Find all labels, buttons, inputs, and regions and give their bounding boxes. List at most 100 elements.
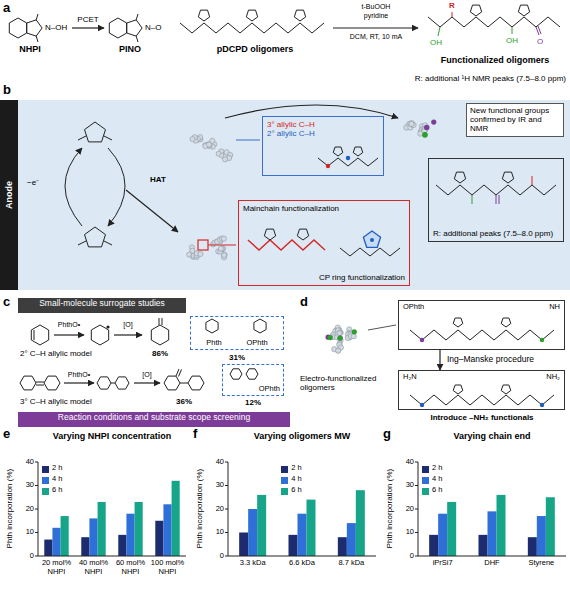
category-label: 3.3 kDa xyxy=(229,559,276,568)
bar xyxy=(479,535,488,556)
legend-text: 2 h xyxy=(52,464,62,473)
cyclopentene-ring xyxy=(353,147,363,156)
atom-label: R xyxy=(449,1,455,10)
oligomer-bead xyxy=(221,236,226,241)
marker-dot xyxy=(420,338,424,342)
reaction-arrow xyxy=(134,382,160,383)
structure-box: H₂NNH₂ xyxy=(398,370,565,410)
bar xyxy=(347,523,356,556)
cyclopentene-ring xyxy=(453,318,463,327)
bar xyxy=(61,516,69,556)
cyclohexene-ring xyxy=(115,377,129,389)
bar xyxy=(429,535,438,556)
functional-group-dot xyxy=(431,119,436,124)
reaction-arrow xyxy=(333,27,418,28)
oligomer-chain xyxy=(436,185,556,195)
oligomer-chain xyxy=(428,17,560,27)
compound-name: PINO xyxy=(119,44,141,54)
tick-label: 10 xyxy=(216,528,224,537)
cyclopentene-ring xyxy=(198,10,209,21)
leader-line xyxy=(368,325,396,330)
imide-ring xyxy=(85,227,106,247)
category-label: 40 mol% NHPI xyxy=(76,559,111,576)
cyclopentene-ring xyxy=(454,172,465,183)
tick-mark xyxy=(225,556,228,557)
oligomer-bead xyxy=(210,138,215,143)
compound-name: Functionalized oligomers xyxy=(441,55,550,65)
reaction-arrow xyxy=(64,382,94,383)
bar xyxy=(126,514,134,556)
oligomer-bead xyxy=(198,251,203,256)
bond-line xyxy=(176,369,179,376)
cp-ring xyxy=(363,231,380,247)
legend-text: 4 h xyxy=(52,475,62,484)
cyclopentene-ring xyxy=(501,385,511,394)
tick-label: 30 xyxy=(26,481,34,490)
bond-line xyxy=(104,241,112,245)
cyclopentene-ring xyxy=(518,5,529,16)
node-text: R: additional peaks (7.5–8.0 ppm) xyxy=(433,229,559,238)
panel-ground xyxy=(18,100,570,290)
bond-line xyxy=(512,27,513,34)
cyclohexene-ring xyxy=(91,325,108,345)
highlight-square xyxy=(198,240,208,250)
bond-line xyxy=(180,383,188,384)
bond-line xyxy=(36,382,44,383)
cyclohexene-ring xyxy=(44,376,60,390)
hat-arrow xyxy=(126,190,178,232)
panel-letter: c xyxy=(3,295,10,310)
axis-title: Phth incorporation (%) xyxy=(5,469,14,549)
leader-line xyxy=(208,245,236,246)
bond-line xyxy=(104,136,112,140)
benzene-ring xyxy=(9,18,26,38)
legend-swatch xyxy=(42,466,49,473)
reagent-label: pyridine xyxy=(364,12,389,20)
product-box: Phth OPhth xyxy=(190,316,284,350)
node-text: NH₂ xyxy=(546,373,560,382)
node-text: Anode xyxy=(4,181,14,209)
bond-line xyxy=(438,27,440,36)
legend-text: 2 h xyxy=(291,464,301,473)
legend-text: 6 h xyxy=(291,486,301,495)
tick-label: 40 xyxy=(216,458,224,467)
reaction-arrow xyxy=(114,334,142,335)
panel-letter: f xyxy=(193,427,197,442)
functional-group-dot xyxy=(422,132,427,137)
step-label: HAT xyxy=(150,175,166,184)
cyclopentene-ring xyxy=(453,385,463,394)
bond-line xyxy=(34,330,35,340)
panel-letter: g xyxy=(383,427,391,442)
cyclohexane-ring xyxy=(164,376,180,390)
bar xyxy=(307,500,316,556)
bond-line xyxy=(532,176,533,185)
atom-label: N–O xyxy=(145,23,161,32)
atom-label: O xyxy=(537,37,543,46)
node-text: OPhth xyxy=(246,339,267,348)
cyclopentene-ring xyxy=(470,5,481,16)
node-text: 3° allylic C–H xyxy=(267,120,379,129)
cyclohexane-ring xyxy=(20,376,36,390)
functional-group-dot xyxy=(338,335,343,340)
cyclopentene-ring xyxy=(502,172,513,183)
bond-line xyxy=(499,195,500,204)
panel-letter: d xyxy=(300,295,308,310)
legend-swatch xyxy=(42,477,49,484)
caption-text: Electro-functionalized oligomers xyxy=(300,374,392,392)
axis-title: Phth incorporation (%) xyxy=(385,469,394,549)
oligomer-chain xyxy=(410,330,554,340)
node-text: Mainchain functionalization xyxy=(243,204,405,213)
tick-label: 0 xyxy=(410,552,414,561)
bond-line xyxy=(452,12,453,17)
chart-title: Varying NHPI concentration xyxy=(53,431,172,441)
marker-dot xyxy=(326,164,330,168)
category-label: 100 mol% NHPI xyxy=(150,559,185,576)
node-text: NH xyxy=(549,303,560,312)
category-label: DHF xyxy=(468,559,515,568)
bar xyxy=(438,514,447,556)
node-text: Phth xyxy=(206,339,221,348)
oligomer-bead xyxy=(336,348,341,353)
functional-group-dot xyxy=(422,132,427,137)
category-label: 60 mol% NHPI xyxy=(113,559,148,576)
reagent-label: [O] xyxy=(142,371,151,379)
